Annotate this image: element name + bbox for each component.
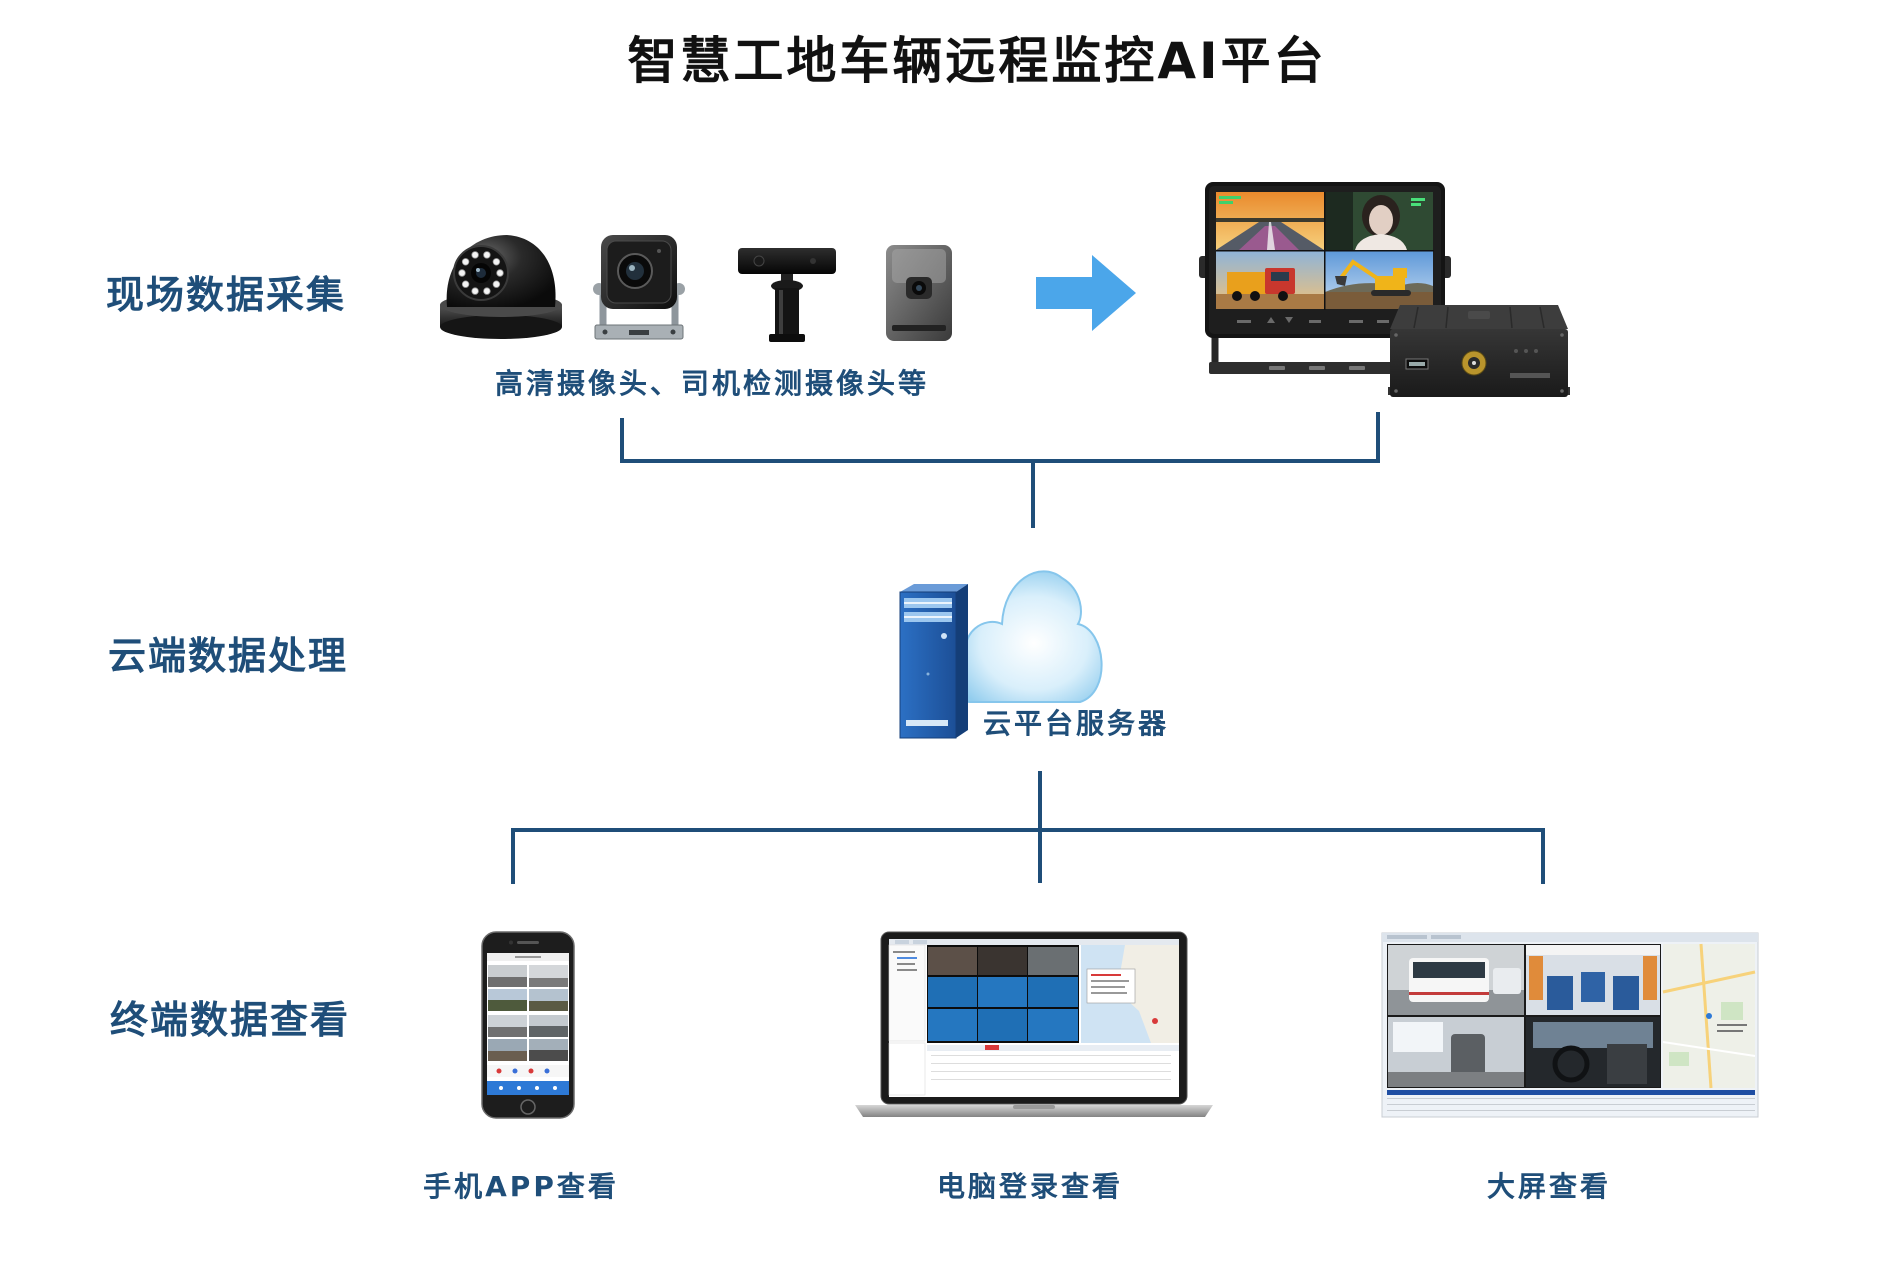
video-wall: [1387, 944, 1661, 1088]
excavator-view-tile: [1325, 251, 1433, 309]
driver-camera-icon: [738, 248, 836, 342]
compact-camera-icon: [886, 245, 952, 341]
terminal-label-phone: 手机APP查看: [423, 1170, 619, 1203]
road-view-tile: [1216, 192, 1324, 250]
page-title: 智慧工地车辆远程监控AI平台: [627, 32, 1327, 90]
video-tile: [488, 1015, 568, 1037]
bus-interior-tile: [1526, 945, 1660, 1015]
driver-view-tile: [1325, 192, 1433, 250]
bus-exterior-tile: [1388, 945, 1524, 1015]
layer-label-terminal: 终端数据查看: [110, 998, 351, 1042]
alarm-table: [1387, 1090, 1755, 1111]
record-table: [888, 1042, 1179, 1096]
layer-label-cloud: 云端数据处理: [108, 634, 349, 678]
truck-view-tile: [1216, 251, 1324, 309]
cabin-tile: [1388, 1017, 1524, 1087]
connector-line: [1541, 828, 1545, 884]
box-camera-icon: [593, 235, 685, 340]
large-screen-icon: [1381, 932, 1759, 1118]
arrow-right-icon: [1036, 255, 1136, 331]
video-wall: [927, 945, 1079, 1043]
terminal-label-pc: 电脑登录查看: [936, 1170, 1123, 1203]
connector-line: [620, 459, 1380, 463]
mdvr-recorder-icon: [1388, 305, 1570, 397]
connector-line: [511, 828, 515, 884]
device-tree-panel: [888, 944, 926, 1042]
connector-line: [1031, 459, 1035, 528]
collection-caption: 高清摄像头、司机检测摄像头等: [494, 367, 929, 400]
cloud-caption: 云平台服务器: [983, 707, 1170, 740]
monitor-screen: [1216, 192, 1434, 310]
connector-line: [620, 418, 624, 463]
vehicle-monitor-icon: [1199, 182, 1451, 374]
laptop-screen: [888, 939, 1179, 1097]
video-tile: [488, 965, 568, 987]
layer-label-collection: 现场数据采集: [106, 273, 347, 317]
dome-camera-icon: [440, 235, 562, 339]
smartphone-icon: [481, 931, 575, 1119]
connector-line: [511, 828, 1545, 832]
video-tile: [488, 989, 568, 1011]
terminal-label-big-screen: 大屏查看: [1486, 1170, 1611, 1203]
server-icon: [899, 584, 968, 739]
connector-line: [1376, 412, 1380, 463]
map-panel: [1662, 943, 1756, 1089]
video-tile: [488, 1039, 568, 1061]
phone-screen: [487, 953, 569, 1095]
connector-line: [1038, 771, 1042, 883]
laptop-icon: [855, 931, 1213, 1117]
map-panel: [1081, 945, 1179, 1043]
driver-seat-tile: [1526, 1017, 1660, 1087]
